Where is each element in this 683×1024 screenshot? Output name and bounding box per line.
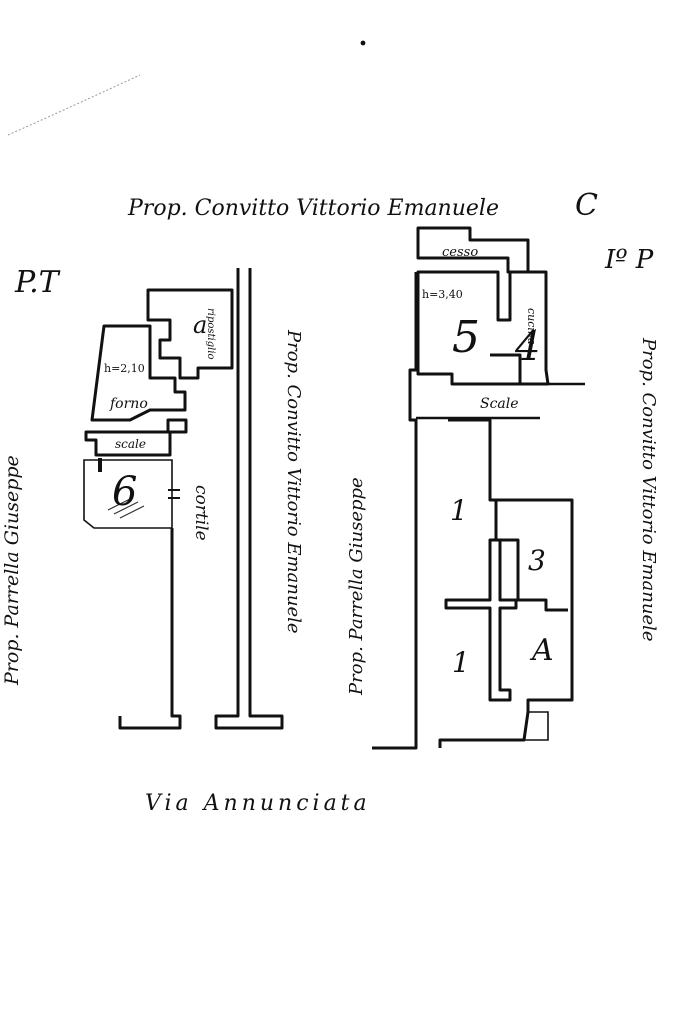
first-height-label: h=3,40 [422, 288, 463, 301]
right-neighbor-label: Prop. Convitto Vittorio Emanuele [638, 337, 659, 642]
left-neighbor-label: Prop. Parrella Giuseppe [1, 455, 23, 686]
ink-dot [360, 40, 366, 46]
rooms-5-4-block [416, 270, 550, 386]
first-room-3-label: 3 [528, 544, 546, 577]
first-room-1-bottom-label: 1 [452, 646, 470, 679]
rooms-lower-block [438, 418, 574, 748]
first-room-5-label: 5 [452, 312, 480, 363]
first-room-4-label: 4 [514, 324, 540, 370]
street-label: Via Annunciata [145, 791, 371, 816]
ripostiglio-label: ripostiglio [205, 308, 216, 360]
ground-scale-label: scale [115, 437, 146, 451]
room-6-outline [83, 459, 173, 529]
ground-floor-boundary-wall [214, 268, 284, 730]
first-room-A-label: A [529, 633, 554, 668]
courtyard-label: cortile [191, 485, 211, 541]
first-scale-label: Scale [480, 396, 519, 412]
ground-room-a-label: a [193, 311, 207, 339]
room-h210 [90, 324, 187, 422]
cucina-label: cucina [525, 308, 538, 345]
corner-mark: C [575, 188, 598, 223]
middle-neighbor-left-label: Prop. Parrella Giuseppe [346, 477, 367, 696]
middle-neighbor-right-label: Prop. Convitto Vittorio Emanuele [283, 329, 304, 634]
first-room-1-top-label: 1 [450, 494, 468, 527]
first-floor-west-wall [372, 272, 418, 750]
room-6-hatch [107, 497, 145, 519]
forno-scale-area [84, 418, 188, 457]
forno-label: forno [109, 396, 148, 412]
lower-step-wall [524, 711, 549, 741]
cesso-label: cesso [442, 245, 478, 260]
top-neighbor-label: Prop. Convitto Vittorio Emanuele [127, 196, 499, 221]
first-floor-title: Iº P [604, 245, 654, 275]
scan-streak [7, 74, 141, 136]
courtyard-west-wall [118, 528, 182, 730]
ground-floor-plan [83, 268, 284, 730]
first-floor-plan [372, 226, 585, 750]
central-cross-wall [444, 538, 518, 702]
kitchen-partition [490, 353, 522, 384]
ground-height-label: h=2,10 [104, 362, 145, 375]
ground-room-6-label: 6 [112, 469, 137, 515]
ripostiglio-block [146, 288, 234, 380]
ground-floor-title: P.T [14, 265, 61, 300]
